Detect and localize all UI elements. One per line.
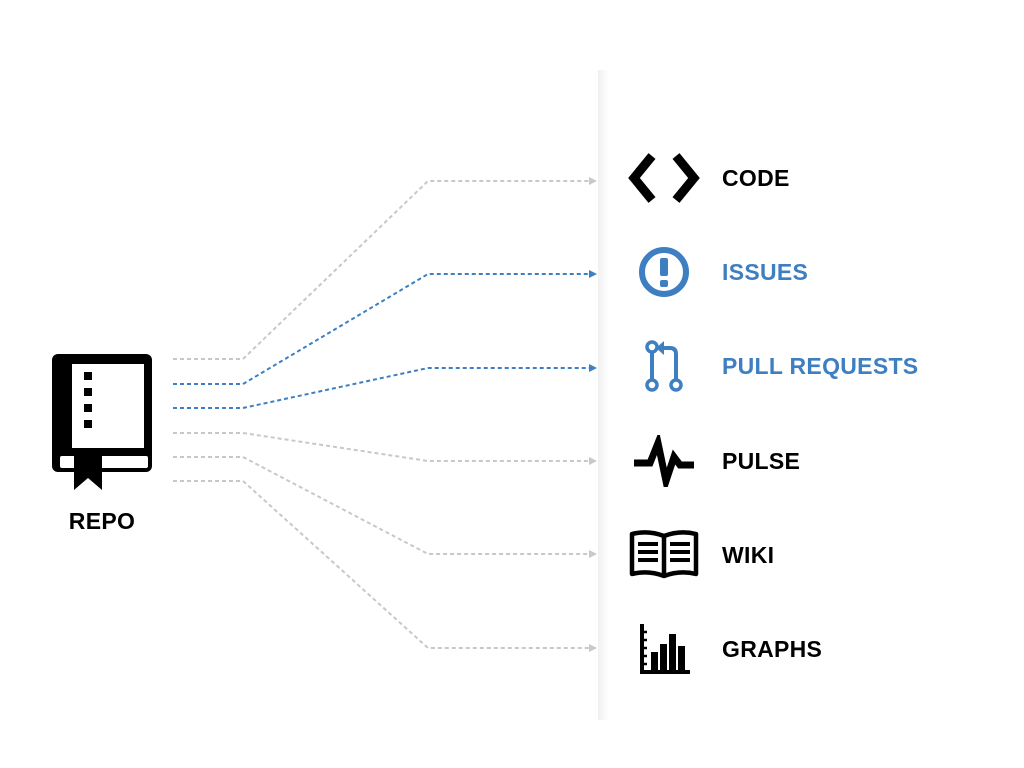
issue-exclamation-icon bbox=[639, 247, 689, 297]
feature-pulse[interactable]: PULSE bbox=[622, 431, 800, 491]
feature-pull-requests[interactable]: PULL REQUESTS bbox=[622, 336, 918, 396]
repo-node[interactable] bbox=[48, 352, 156, 497]
repo-book-icon bbox=[52, 354, 152, 490]
pull-request-icon bbox=[645, 340, 683, 392]
feature-label: ISSUES bbox=[722, 258, 809, 285]
feature-label: PULSE bbox=[722, 447, 801, 474]
feature-label: CODE bbox=[722, 164, 790, 191]
connector-issues bbox=[173, 270, 597, 385]
wiki-book-icon bbox=[629, 530, 699, 579]
repo-label: REPO bbox=[68, 508, 136, 534]
feature-issues[interactable]: ISSUES bbox=[622, 242, 808, 302]
feature-label: PULL REQUESTS bbox=[722, 352, 919, 379]
connector-pull-requests bbox=[173, 364, 597, 409]
code-brackets-icon bbox=[628, 153, 700, 203]
feature-code[interactable]: CODE bbox=[622, 148, 790, 208]
feature-label: GRAPHS bbox=[722, 635, 823, 662]
connector-graphs bbox=[173, 480, 597, 652]
feature-graphs[interactable]: GRAPHS bbox=[622, 619, 822, 679]
feature-wiki[interactable]: WIKI bbox=[622, 525, 774, 585]
connector-wiki bbox=[173, 456, 597, 558]
pulse-icon bbox=[634, 435, 694, 487]
connector-code bbox=[173, 177, 597, 360]
panel-divider bbox=[598, 70, 608, 720]
graphs-icon bbox=[640, 624, 690, 674]
connector-pulse bbox=[173, 432, 597, 465]
feature-label: WIKI bbox=[722, 541, 775, 568]
